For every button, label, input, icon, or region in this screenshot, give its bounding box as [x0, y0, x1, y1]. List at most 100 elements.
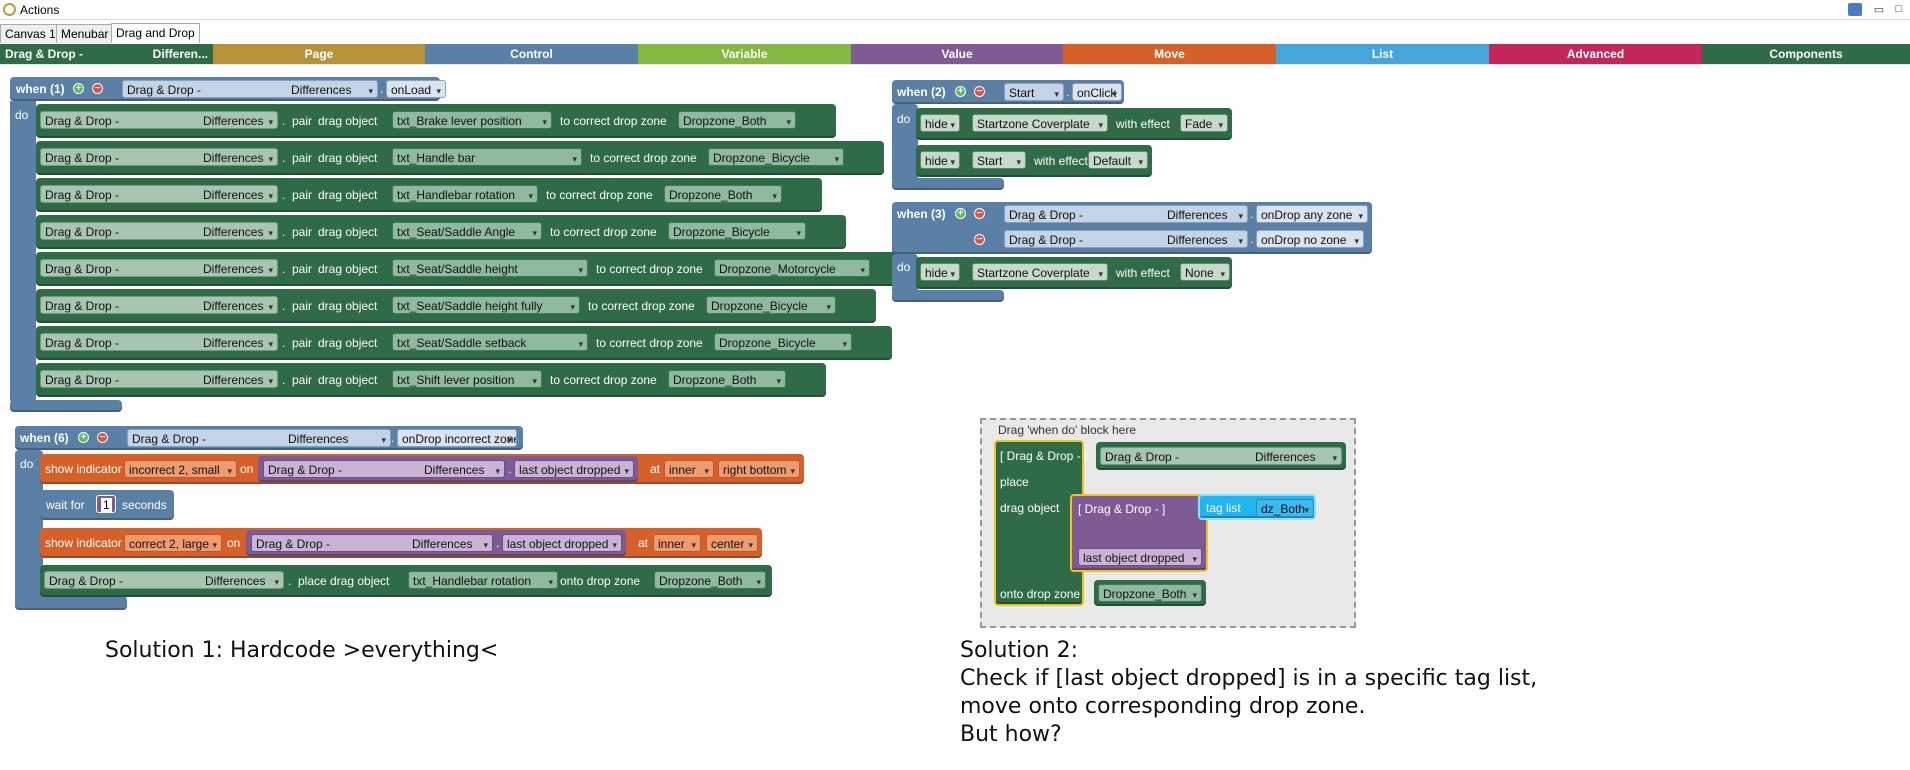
drop-zone-dropdown[interactable]: Dropzone_Both — [654, 571, 766, 589]
anchor-dropdown[interactable]: inner — [653, 534, 701, 552]
maximize-icon[interactable]: □ — [1895, 3, 1903, 15]
component-dropdown[interactable]: Drag & Drop - Differences — [44, 571, 284, 589]
drop-zone-dropdown[interactable]: Dropzone_Both — [1098, 584, 1202, 602]
place-drag-object-block[interactable]: Drag & Drop - Differences . place drag o… — [40, 565, 772, 597]
component-dropdown[interactable]: Drag & Drop - Differences — [40, 148, 278, 166]
component-dropdown[interactable]: Drag & Drop - Differences — [40, 333, 278, 351]
wait-value[interactable]: 1 — [96, 495, 116, 513]
wait-block[interactable]: wait for 1 seconds — [40, 490, 174, 520]
drop-zone-ref-block[interactable]: Dropzone_Both — [1094, 580, 1206, 606]
anchor-dropdown[interactable]: inner — [664, 460, 714, 478]
in-tag-list-block[interactable]: [ Drag & Drop - ] last object dropped — [1070, 494, 1208, 572]
effect-dropdown[interactable]: Default — [1088, 151, 1148, 169]
position-dropdown[interactable]: right bottom — [718, 460, 800, 478]
tab-canvas-1[interactable]: Canvas 1 — [0, 24, 61, 43]
remove-icon[interactable]: − — [97, 432, 108, 443]
add-icon[interactable]: + — [73, 83, 84, 94]
drag-object-dropdown[interactable]: txt_Seat/Saddle setback — [392, 333, 588, 351]
drop-zone-dropdown[interactable]: Dropzone_Bicycle — [706, 296, 836, 314]
category-components[interactable]: Components — [1702, 44, 1910, 64]
category-advanced[interactable]: Advanced — [1489, 44, 1702, 64]
drop-zone-dropdown[interactable]: Dropzone_Bicycle — [668, 222, 806, 240]
component-dropdown[interactable]: Drag & Drop - Differences — [40, 222, 278, 240]
component-dropdown[interactable]: Drag & Drop - Differences — [40, 111, 278, 129]
category-page[interactable]: Page — [213, 44, 425, 64]
component-dropdown[interactable]: Drag & Drop - Differences — [1004, 205, 1248, 223]
drag-object-dropdown[interactable]: txt_Seat/Saddle Angle — [392, 222, 542, 240]
target-dropdown[interactable]: Start — [972, 151, 1026, 169]
category-move[interactable]: Move — [1063, 44, 1276, 64]
component-dropdown[interactable]: Drag & Drop - Differences — [40, 185, 278, 203]
show-indicator-block-1[interactable]: show indicator incorrect 2, small on Dra… — [40, 454, 804, 484]
event-block-when-6[interactable]: when (6) + − Drag & Drop - Differences .… — [15, 426, 523, 450]
category-variable[interactable]: Variable — [638, 44, 851, 64]
drag-object-dropdown[interactable]: txt_Seat/Saddle height — [392, 259, 588, 277]
component-dropdown[interactable]: Drag & Drop - Differences — [40, 296, 278, 314]
drag-object-dropdown[interactable]: txt_Shift lever position — [392, 370, 542, 388]
hide-block-1[interactable]: hide Startzone Coverplate with effect Fa… — [916, 108, 1232, 140]
hide-block-2[interactable]: hide Start with effect Default — [916, 145, 1152, 177]
drop-zone-dropdown[interactable]: Dropzone_Bicycle — [708, 148, 844, 166]
event-dropdown[interactable]: onClick — [1072, 83, 1122, 101]
indicator-dropdown[interactable]: incorrect 2, small — [124, 460, 237, 478]
tag-list-block[interactable]: tag list dz_Both — [1198, 494, 1316, 520]
add-icon[interactable]: + — [955, 86, 966, 97]
event-dropdown[interactable]: onDrop no zone — [1256, 230, 1364, 248]
hide-block-3[interactable]: hide Startzone Coverplate with effect No… — [916, 257, 1232, 289]
indicator-dropdown[interactable]: correct 2, large — [124, 534, 222, 552]
event-dropdown[interactable]: onLoad — [386, 80, 446, 98]
component-dropdown[interactable]: Drag & Drop - Differences — [1004, 230, 1248, 248]
component-dropdown[interactable]: Drag & Drop - Differences — [1100, 447, 1342, 465]
tag-list-dropdown[interactable]: dz_Both — [1256, 499, 1314, 517]
drag-object-dropdown[interactable]: txt_Brake lever position — [392, 111, 552, 129]
component-dropdown[interactable]: Drag & Drop - Differences — [40, 370, 278, 388]
component-dropdown[interactable]: Drag & Drop - Differences — [251, 534, 493, 552]
property-dropdown[interactable]: last object dropped — [502, 534, 622, 552]
property-dropdown[interactable]: last object dropped — [1078, 548, 1202, 566]
target-dropdown[interactable]: Startzone Coverplate — [972, 114, 1108, 132]
event-dropdown[interactable]: onDrop any zone — [1256, 205, 1368, 223]
remove-icon[interactable]: − — [974, 234, 985, 245]
drop-zone-dropdown[interactable]: Dropzone_Both — [668, 370, 786, 388]
component-dropdown[interactable]: Drag & Drop - Differences — [127, 429, 391, 447]
hide-dropdown[interactable]: hide — [920, 114, 960, 132]
layout-icon[interactable] — [1848, 3, 1862, 16]
drop-zone-dropdown[interactable]: Dropzone_Bicycle — [714, 333, 852, 351]
event-block-when-3[interactable]: when (3) + − Drag & Drop - Differences .… — [892, 202, 1372, 254]
remove-icon[interactable]: − — [974, 86, 985, 97]
category-component-id[interactable]: Differen... — [110, 44, 213, 64]
drag-object-dropdown[interactable]: txt_Seat/Saddle height fully — [392, 296, 580, 314]
minimize-icon[interactable]: ▭ — [1873, 4, 1885, 16]
event-block-when-2[interactable]: when (2) + − Start . onClick — [892, 80, 1124, 104]
component-ref-block[interactable]: Drag & Drop - Differences — [1096, 442, 1346, 470]
category-component-name[interactable]: Drag & Drop - — [0, 44, 110, 64]
position-dropdown[interactable]: center — [706, 534, 758, 552]
tab-drag-and-drop[interactable]: Drag and Drop — [111, 23, 200, 43]
component-dropdown[interactable]: Start — [1004, 83, 1064, 101]
tab-menubar[interactable]: Menubar — [56, 24, 114, 43]
effect-dropdown[interactable]: Fade — [1180, 114, 1228, 132]
component-value-block[interactable]: Drag & Drop - Differences . last object … — [258, 456, 638, 482]
drag-object-dropdown[interactable]: txt_Handle bar — [392, 148, 582, 166]
drag-object-dropdown[interactable]: txt_Handlebar rotation — [392, 185, 538, 203]
property-dropdown[interactable]: last object dropped — [514, 460, 634, 478]
drop-zone-dropdown[interactable]: Dropzone_Both — [664, 185, 782, 203]
target-dropdown[interactable]: Startzone Coverplate — [972, 263, 1108, 281]
effect-dropdown[interactable]: None — [1180, 263, 1230, 281]
component-dropdown[interactable]: Drag & Drop - Differences — [122, 80, 378, 98]
hide-dropdown[interactable]: hide — [920, 151, 960, 169]
drop-zone-dropdown[interactable]: Dropzone_Motorcycle — [714, 259, 870, 277]
category-control[interactable]: Control — [425, 44, 638, 64]
add-icon[interactable]: + — [955, 208, 966, 219]
add-icon[interactable]: + — [78, 432, 89, 443]
event-dropdown[interactable]: onDrop incorrect zone — [397, 429, 517, 447]
drop-zone-dropdown[interactable]: Dropzone_Both — [678, 111, 796, 129]
